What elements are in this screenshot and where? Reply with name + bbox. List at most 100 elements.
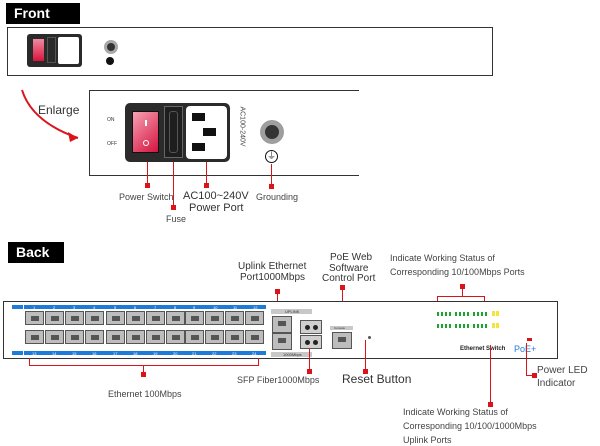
ethernet-port-10[interactable] [205, 311, 224, 325]
port-status-led [485, 312, 487, 316]
uplink-status-led [496, 323, 499, 328]
port-status-led [463, 312, 465, 316]
reset-button[interactable] [368, 336, 371, 339]
uplink-callout-line1: Uplink Ethernet [238, 261, 307, 272]
ethernet-port-24[interactable] [245, 330, 264, 344]
enlarge-label: Enlarge [38, 103, 80, 117]
poe-web-callout-line1: PoE Web [330, 252, 373, 263]
port-number-label: 10 [213, 305, 218, 310]
ethernet-port-16[interactable] [85, 330, 104, 344]
port-number-label: 7 [154, 305, 157, 310]
uplink-status-led [492, 323, 495, 328]
port-status-led [481, 312, 483, 316]
ethernet-port-2[interactable] [45, 311, 64, 325]
port-status-led [441, 324, 443, 328]
status-1000-callout-line1: Indicate Working Status of [403, 407, 508, 417]
front-section-tag: Front [6, 3, 80, 24]
port-status-led [473, 312, 475, 316]
ethernet-port-17[interactable] [106, 330, 125, 344]
uplink-callout-line2: Port1000Mbps [240, 272, 306, 283]
port-number-label: 14 [52, 351, 57, 356]
port-status-led [477, 324, 479, 328]
ethernet-port-20[interactable] [166, 330, 185, 344]
port-status-led [455, 312, 457, 316]
port-status-led [449, 312, 451, 316]
ethernet-port-21[interactable] [185, 330, 204, 344]
port-status-led [449, 324, 451, 328]
sfp-port-3[interactable] [300, 320, 322, 334]
port-number-strip-top [184, 305, 266, 309]
ethernet-port-4[interactable] [85, 311, 104, 325]
uplink-port-2[interactable] [272, 333, 292, 350]
port-status-led [463, 324, 465, 328]
ethernet-port-18[interactable] [126, 330, 145, 344]
ethernet-port-15[interactable] [65, 330, 84, 344]
ethernet-port-9[interactable] [185, 311, 204, 325]
power-module [125, 103, 230, 162]
sfp-fiber-callout: SFP Fiber1000Mbps [237, 375, 320, 385]
port-number-strip-top [105, 305, 187, 309]
ethernet-port-11[interactable] [225, 311, 244, 325]
port-status-led [445, 324, 447, 328]
port-number-label: 15 [72, 351, 77, 356]
back-section-tag: Back [8, 242, 64, 263]
poe-strip-tag [12, 305, 23, 309]
ethernet-port-22[interactable] [205, 330, 224, 344]
ethernet-port-5[interactable] [106, 311, 125, 325]
ethernet-port-8[interactable] [166, 311, 185, 325]
front-panel-overview [7, 27, 493, 76]
port-status-led [445, 312, 447, 316]
power-port-callout-line1: AC100~240V [183, 190, 249, 202]
ac-power-socket[interactable] [186, 106, 227, 159]
port-number-strip-bottom [184, 351, 266, 355]
poe-web-callout-line3: Control Port [322, 273, 376, 284]
power-rocker-switch[interactable] [132, 111, 159, 153]
fuse-callout: Fuse [166, 214, 187, 224]
port-number-label: 2 [53, 305, 56, 310]
port-number-label: 9 [193, 305, 196, 310]
fuse-holder [164, 106, 183, 158]
port-status-led [467, 324, 469, 328]
status-1000-callout-line2: Corresponding 10/100/1000Mbps [403, 421, 537, 431]
uplink-port-1[interactable] [272, 316, 292, 333]
port-number-label: 16 [92, 351, 97, 356]
ethernet-port-23[interactable] [225, 330, 244, 344]
console-port[interactable] [332, 332, 352, 349]
power-switch-callout: Power Switch [119, 192, 174, 202]
port-number-label: 5 [114, 305, 117, 310]
port-status-led [459, 324, 461, 328]
ground-symbol-icon-small [106, 57, 114, 65]
ethernet-port-14[interactable] [45, 330, 64, 344]
port-number-label: 23 [232, 351, 237, 356]
port-number-label: 1 [33, 305, 36, 310]
ethernet-port-13[interactable] [25, 330, 44, 344]
ethernet-port-3[interactable] [65, 311, 84, 325]
ethernet-port-1[interactable] [25, 311, 44, 325]
power-port-callout-line2: Power Port [189, 202, 244, 214]
enlarge-arrow-icon [21, 89, 79, 142]
rocker-switch-small [33, 39, 44, 61]
ethernet-port-12[interactable] [245, 311, 264, 325]
poe-logo: PoE+ [514, 344, 536, 354]
port-number-label: 4 [93, 305, 96, 310]
port-number-label: 3 [73, 305, 76, 310]
sfp-port-4[interactable] [300, 335, 322, 349]
grounding-screw-small [104, 40, 118, 54]
port-status-led [459, 312, 461, 316]
ethernet-port-7[interactable] [146, 311, 165, 325]
ethernet-port-19[interactable] [146, 330, 165, 344]
power-led-callout-line2: Indicator [537, 378, 576, 389]
fuse-holder-small [47, 37, 56, 63]
uplink-bottom-strip: 1000Mbps [271, 352, 312, 357]
port-number-strip-top [24, 305, 106, 309]
port-number-label: 20 [173, 351, 178, 356]
ethernet-port-6[interactable] [126, 311, 145, 325]
poe-web-callout-line2: Software [329, 263, 369, 274]
power-led-callout-line1: Power LED [537, 365, 588, 376]
front-panel-enlarged: ON OFF AC100-240V ⏚ [89, 90, 359, 176]
reset-button-callout: Reset Button [342, 372, 412, 386]
port-number-label: 12 [253, 305, 258, 310]
port-number-label: 11 [233, 305, 238, 310]
port-number-label: 24 [252, 351, 257, 356]
